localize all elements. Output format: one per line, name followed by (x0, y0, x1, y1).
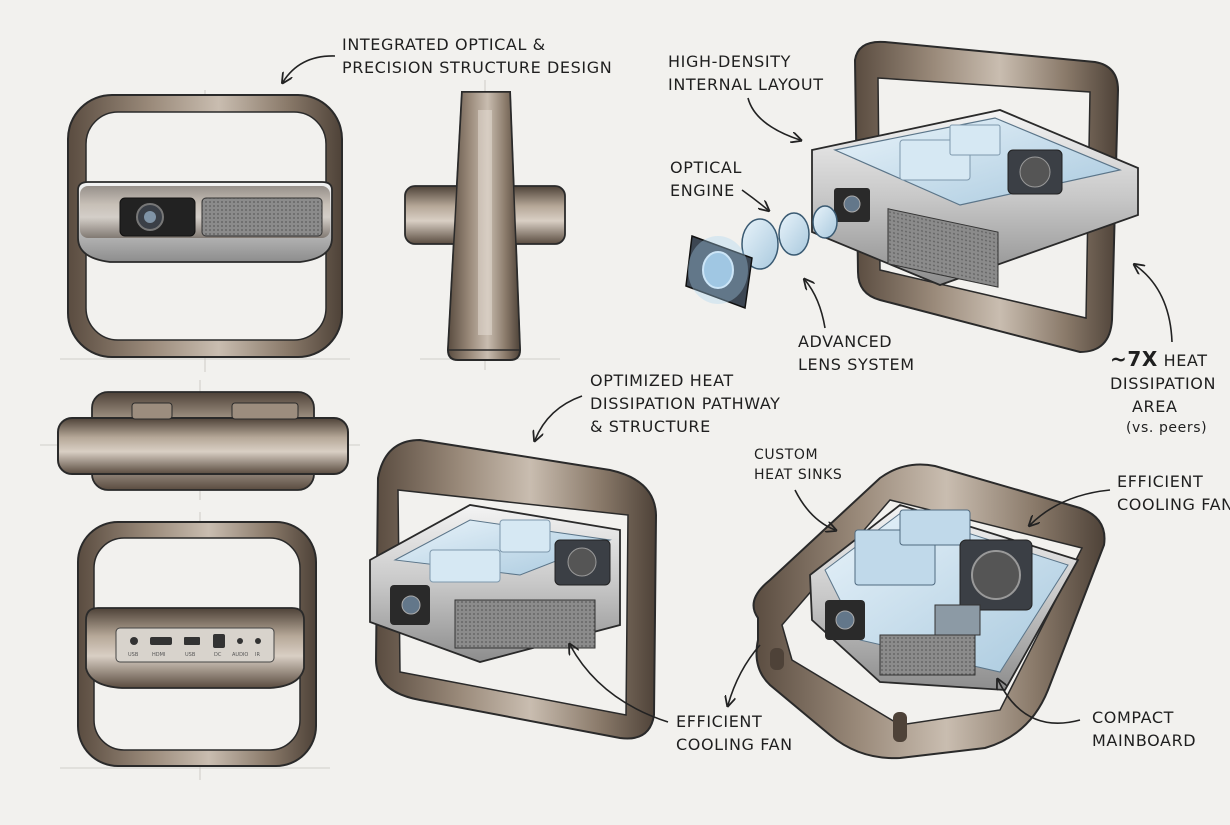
label-line: INTERNAL LAYOUT (668, 75, 824, 94)
port-label-2: HDMI (152, 652, 165, 658)
label-line: ENGINE (670, 181, 735, 200)
label-high-density: HIGH-DENSITY INTERNAL LAYOUT (668, 50, 824, 96)
label-optimized-heat: OPTIMIZED HEAT DISSIPATION PATHWAY & STR… (590, 369, 781, 438)
label-line: AREA (1132, 397, 1178, 416)
label-line: OPTICAL (670, 158, 742, 177)
label-line: ADVANCED (798, 332, 893, 351)
side-view-sketch (404, 91, 566, 361)
label-integrated-optical: INTEGRATED OPTICAL & PRECISION STRUCTURE… (342, 33, 612, 79)
label-line: (vs. peers) (1126, 420, 1208, 436)
port-label-3: USB (185, 652, 196, 658)
label-line: INTEGRATED OPTICAL & (342, 35, 546, 54)
label-line: DISSIPATION PATHWAY (590, 394, 781, 413)
label-line: OPTIMIZED HEAT (590, 371, 734, 390)
label-multiplier: ~7X (1110, 347, 1158, 371)
exploded-lens-sketch (685, 40, 1139, 354)
label-line: EFFICIENT (1117, 472, 1204, 491)
label-line: HEAT SINKS (754, 467, 843, 483)
label-line: HIGH-DENSITY (668, 52, 791, 71)
perspective-view-sketch (369, 438, 658, 740)
label-line: COOLING FAN (676, 735, 793, 754)
callout-arrows (283, 55, 1173, 724)
label-line: EFFICIENT (676, 712, 763, 731)
label-efficient-fan-right: EFFICIENT COOLING FAN (1117, 470, 1230, 516)
label-heat-dissipation-area: ~7X HEAT DISSIPATION AREA (vs. peers) (1110, 348, 1216, 438)
back-view-sketch (77, 521, 317, 767)
port-label-6: IR (255, 652, 260, 658)
port-label-4: DC (214, 652, 222, 658)
front-view-sketch (67, 94, 343, 358)
label-line: PRECISION STRUCTURE DESIGN (342, 58, 613, 77)
label-optical-engine: OPTICAL ENGINE (670, 156, 742, 202)
label-line: MAINBOARD (1092, 731, 1197, 750)
label-custom-heat-sinks: CUSTOM HEAT SINKS (754, 445, 842, 485)
port-label-5: AUDIO (232, 652, 248, 658)
label-line: & STRUCTURE (590, 417, 711, 436)
label-line: CUSTOM (754, 447, 819, 463)
label-advanced-lens: ADVANCED LENS SYSTEM (798, 330, 915, 376)
topdown-view-sketch (752, 463, 1106, 760)
label-line: COOLING FAN (1117, 495, 1230, 514)
label-line: LENS SYSTEM (798, 355, 915, 374)
label-heat-word: HEAT (1163, 351, 1208, 370)
label-line: DISSIPATION (1110, 374, 1217, 393)
port-label-1: USB (128, 652, 139, 658)
top-view-sketch (57, 391, 349, 491)
label-line: COMPACT (1092, 708, 1175, 727)
label-compact-mainboard: COMPACT MAINBOARD (1092, 706, 1196, 752)
label-efficient-fan-bottom: EFFICIENT COOLING FAN (676, 710, 793, 756)
label-line: ~7X HEAT (1110, 348, 1216, 372)
